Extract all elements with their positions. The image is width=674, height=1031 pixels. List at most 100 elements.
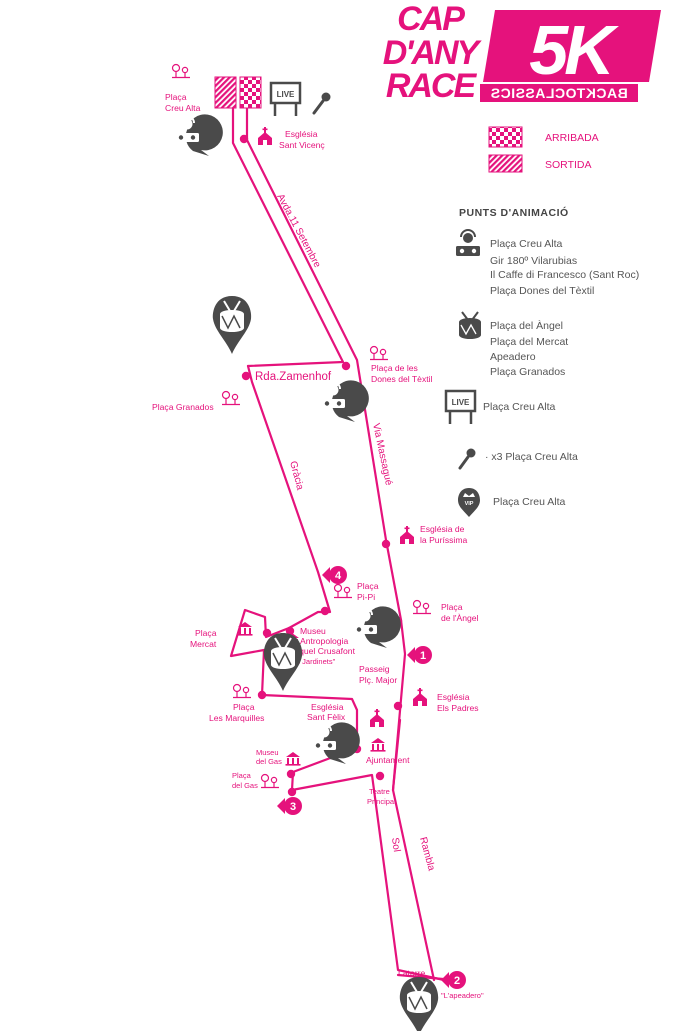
dj-pin-icon [320,379,370,423]
legend-arrival-label: ARRIBADA [545,132,599,144]
hatched-flag-icon [488,154,523,173]
park-icon [221,390,241,406]
church-icon [400,526,414,544]
street-rda-zamenhof: Rda.Zamenhof [255,371,332,383]
label-teatre-1: Teatre [369,787,390,796]
label-padres-1: Església [437,692,470,702]
start-finish-area: Plaça Creu Alta LIVE Església Sant Vicen… [165,63,331,157]
legend-drum-point: Plaça del Mercat [490,336,568,348]
label-placa-gas-2: del Gas [232,781,258,790]
street-sol: Sol [389,837,402,853]
legend-animation-title: PUNTS D'ANIMACIÓ [459,206,569,219]
label-felix-2: Sant Fèlix [307,712,346,722]
label-placa-gas-1: Plaça [232,771,252,780]
street-rambla: Rambla [417,836,437,873]
route-rambla [391,718,436,982]
label-apeadero: "L'apeadero" [441,991,484,1000]
live-screen-icon: LIVE [444,389,477,424]
event-logo: CAP D'ANY RACE 5K BACKTOCLASSICS [383,0,661,105]
logo-line-1: CAP [397,0,465,38]
legend-drum-point: Plaça del Àngel [490,319,563,332]
park-icon [412,599,432,615]
route-outbound [231,106,345,368]
label-pipi-1: Plaça [357,581,379,591]
logo-subtitle-bar [480,84,638,102]
legend-drum-point: Plaça Granados [490,366,565,378]
drum-pin-icon [262,632,304,692]
label-marquilles-1: Plaça [233,702,255,712]
label-purissima-2: la Puríssima [420,535,467,545]
km-marker-2-label: 2 [454,975,460,987]
legend-drum-point: Apeadero [490,351,536,363]
label-creu-alta-1: Plaça [165,92,187,102]
live-badge-text: LIVE [452,398,470,407]
street-gracia: Gràcia [287,460,305,492]
logo-5k-panel [483,10,661,82]
dj-icon [456,229,480,256]
dj-pin-icon [352,605,402,649]
checkered-flag-icon [488,126,523,148]
label-teatre-2: Principal [367,797,396,806]
legend: ARRIBADA SORTIDA PUNTS D'ANIMACIÓ Plaça … [444,126,639,517]
label-ajuntament: Ajuntament [366,755,410,765]
logo-line-2: D'ANY [383,34,483,72]
label-angel-2: de l'Àngel [441,613,479,623]
microphone-icon [312,92,331,115]
legend-dj-point: Plaça Creu Alta [490,238,563,250]
label-passeig-2: Plç. Major [359,675,397,685]
drum-pin-icon [211,295,253,355]
drum-icon [459,311,481,339]
vip-badge-text: VIP [465,501,474,507]
street-via-massague: Via Massagué [370,422,394,487]
vip-pin-icon: VIP [458,488,480,517]
church-icon [258,127,272,145]
microphone-icon [458,448,476,470]
label-museu-4: "Els Jardinets" [287,657,336,666]
finish-flag-icon [239,76,262,109]
town-hall-icon [370,738,386,752]
km-marker-4-label: 4 [335,570,342,582]
label-padres-2: Els Padres [437,703,479,713]
street-avda-11-setembre: Avda.11 Setembre [274,192,322,270]
legend-dj-point: Il Caffe di Francesco (Sant Roc) [490,269,639,281]
label-sant-vicenc-2: Sant Vicenç [279,140,325,150]
park-icon [232,683,252,699]
label-purissima-1: Església de [420,524,465,534]
legend-mic-point: · x3 Plaça Creu Alta [485,451,578,463]
logo-subtitle: BACKTOCLASSICS [490,85,627,101]
km-marker-1-label: 1 [420,650,426,662]
route-sol [290,773,446,982]
park-icon [333,583,353,599]
label-museu-3: Miquel Crusafont [290,646,356,656]
label-passeig-1: Passeig [359,664,390,674]
legend-vip-point: Plaça Creu Alta [493,496,566,508]
legend-start-label: SORTIDA [545,159,591,171]
legend-dj-point: Plaça Dones del Tèxtil [490,285,594,297]
label-mercat-2: Mercat [190,639,217,649]
street-latorre: Latorre [398,968,425,978]
church-icon [413,688,427,706]
legend-dj-point: Gir 180º Vilarubias [490,255,577,267]
route-gracia [229,364,359,792]
park-icon [369,345,389,361]
label-felix-1: Església [311,702,344,712]
dj-pin-icon [311,721,361,765]
label-sant-vicenc-1: Església [285,129,318,139]
label-mercat-1: Plaça [195,628,217,638]
park-icon [171,63,191,79]
route-latorre [396,973,445,981]
label-creu-alta-2: Creu Alta [165,103,201,113]
live-badge-text: LIVE [277,90,295,99]
start-flag-icon [214,76,237,109]
label-museu-gas-2: del Gas [256,757,282,766]
dj-pin-icon [174,113,224,157]
label-granados: Plaça Granados [152,402,214,412]
church-icon [370,709,384,727]
live-screen-icon: LIVE [269,81,302,116]
label-marquilles-2: Les Marquilles [209,713,264,723]
legend-live-point: Plaça Creu Alta [483,401,556,413]
label-museu-gas-1: Museu [256,748,279,757]
label-museu-1: Museu [300,626,326,636]
museum-icon [285,752,301,766]
